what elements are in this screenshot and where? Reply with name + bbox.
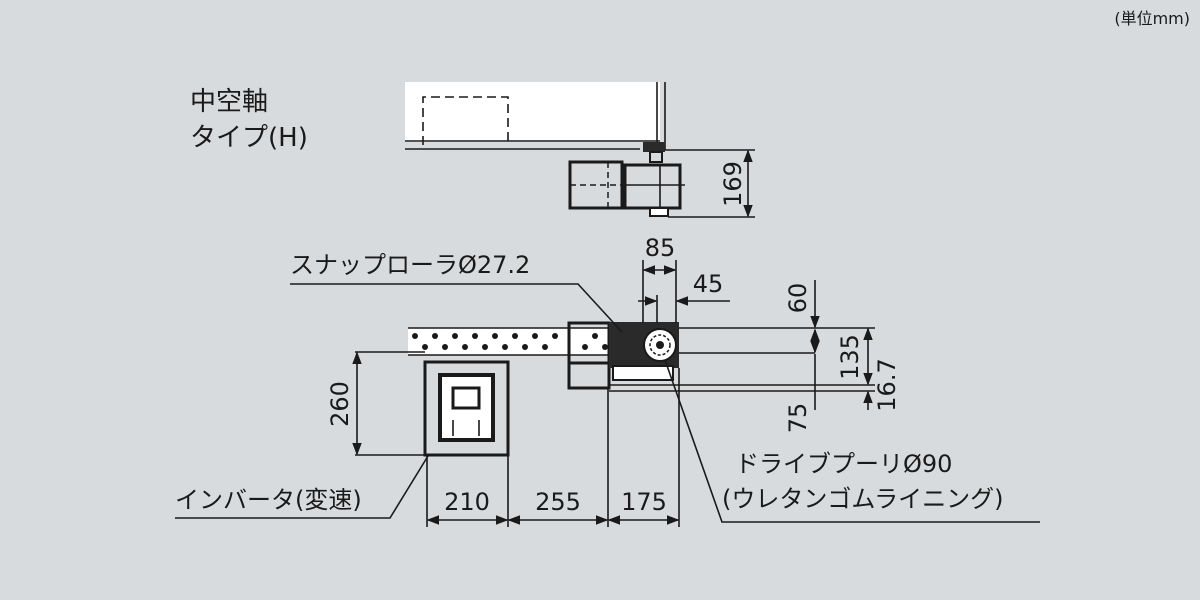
top-dimension-lines	[638, 260, 730, 323]
top-view	[405, 82, 755, 218]
side-view	[355, 321, 875, 457]
right-dimension-lines	[810, 280, 873, 410]
dim-85: 85	[645, 234, 676, 262]
dim-16-7: 16.7	[873, 358, 901, 411]
callout-drive-pulley: ドライブプーリØ90	[735, 450, 952, 478]
dim-260: 260	[326, 381, 354, 427]
dim-60: 60	[784, 283, 812, 314]
callout-drive-pulley-note: (ウレタンゴムライニング)	[722, 485, 1004, 513]
bottom-dimension-lines	[426, 368, 680, 527]
dim-75: 75	[784, 403, 812, 434]
dim-255: 255	[535, 488, 581, 516]
dim-45: 45	[693, 270, 724, 298]
leader-drive-pulley	[664, 359, 1040, 523]
inverter-box	[423, 360, 510, 457]
callout-inverter: インバータ(変速)	[175, 486, 362, 514]
dim-169: 169	[719, 161, 747, 207]
callout-snap-roller: スナップローラØ27.2	[290, 251, 530, 279]
dim-135: 135	[836, 334, 864, 380]
unit-label: (単位mm)	[1114, 9, 1190, 28]
type-title-line2: タイプ(H)	[190, 123, 308, 153]
dim-210: 210	[444, 488, 490, 516]
dim-175: 175	[621, 488, 667, 516]
leader-inverter	[175, 455, 429, 519]
type-title-line1: 中空軸	[190, 87, 268, 117]
leader-snap-roller	[290, 283, 623, 333]
